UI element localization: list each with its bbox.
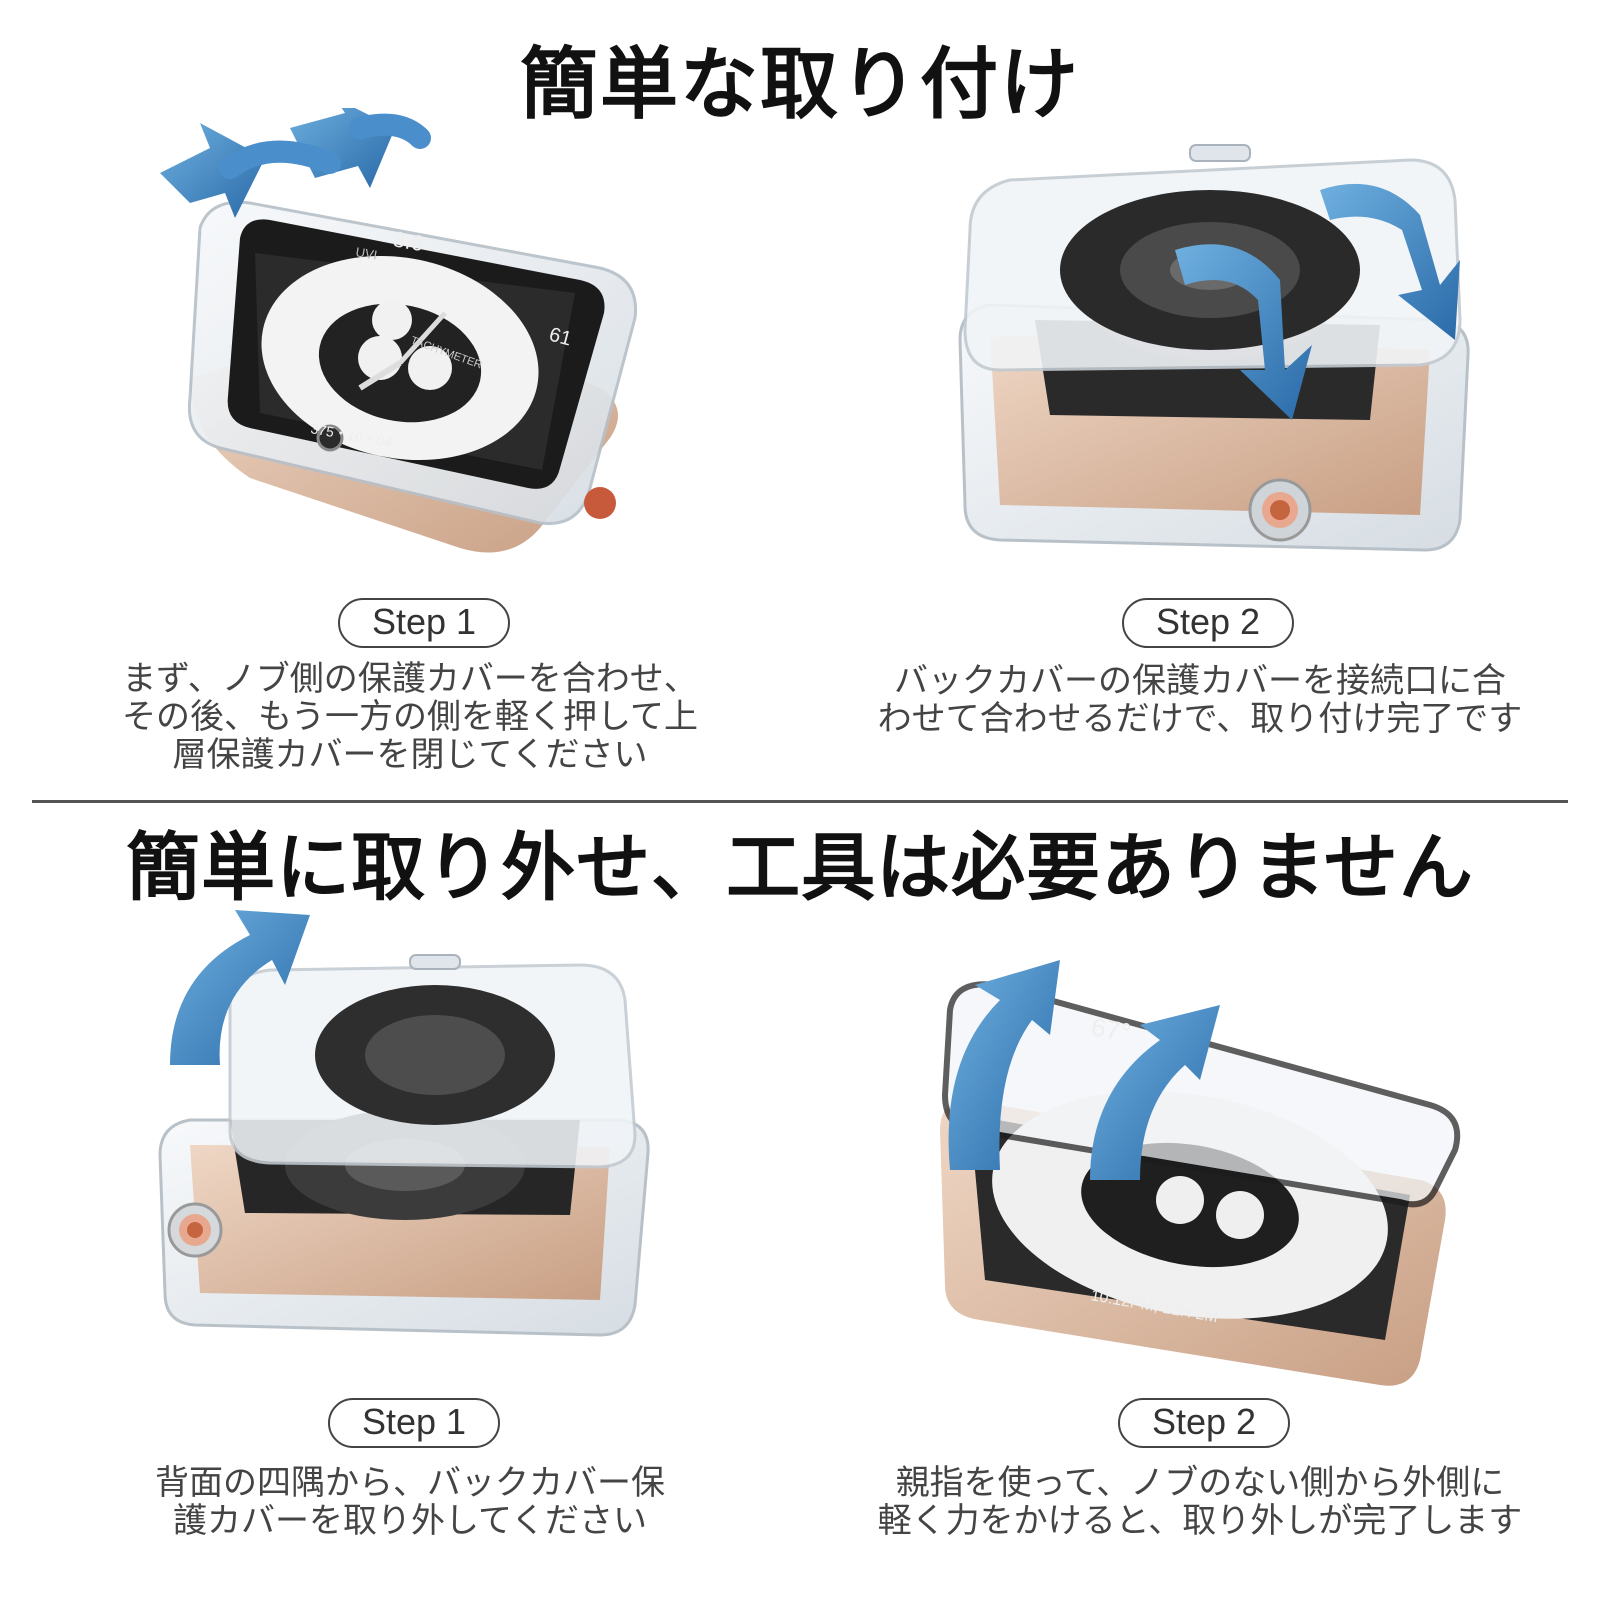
install-step-2-panel: Step 2 バックカバーの保護カバーを接続口に合 わせて合わせるだけで、取り付… [800,0,1600,800]
desc-line: 層保護カバーを閉じてください [172,735,648,775]
desc-line: バックカバーの保護カバーを接続口に合 [894,661,1506,701]
remove-step-1-label: Step 1 [328,1398,500,1448]
desc-line: 親指を使って、ノブのない側から外側に [895,1463,1505,1503]
remove-step-1-illustration [130,895,670,1365]
desc-line: 背面の四隅から、バックカバー保 [155,1463,665,1503]
install-step-2-label: Step 2 [1122,598,1294,648]
remove-title: 簡単に取り外せ、工具は必要ありません [126,825,1474,911]
desc-line: 護カバーを取り外してください [173,1501,647,1541]
install-step-1-description: まず、ノブ側の保護カバーを合わせ、 その後、もう一方の側を軽く押して上 層保護カ… [30,660,790,774]
blue-arrow-up-left [948,960,1060,1170]
watch-uvi: UVI [354,244,378,263]
blue-arrow-down-left [1175,244,1312,420]
desc-line: その後、もう一方の側を軽く押して上 [122,697,698,737]
desc-line: まず、ノブ側の保護カバーを合わせ、 [122,659,698,699]
desc-line: 軽く力をかけると、取り外しが完了します [877,1501,1523,1541]
remove-step-2-panel: 67° 10:12PM, 12H 2M Step 2 親指を使って、ノブのない側… [800,800,1600,1600]
install-step-2-illustration [940,120,1480,590]
install-step-1-label: Step 1 [338,598,510,648]
remove-step-2-description: 親指を使って、ノブのない側から外側に 軽く力をかけると、取り外しが完了します [810,1464,1590,1540]
remove-step-2-label: Step 2 [1118,1398,1290,1448]
blue-arrow-down-right [1320,183,1460,340]
watch-front-cover-illustration: 3.6 UVI TACHYMETER 61 375・10・04 [160,98,638,553]
install-step-1-illustration: 3.6 UVI TACHYMETER 61 375・10・04 [130,98,670,578]
remove-step-1-description: 背面の四隅から、バックカバー保 護カバーを取り外してください [20,1464,800,1540]
watch-back-removal-illustration [158,910,650,1337]
install-title: 簡単な取り付け [519,40,1080,130]
install-step-2-description: バックカバーの保護カバーを接続口に合 わせて合わせるだけで、取り付け完了です [810,662,1590,738]
watch-front-removal-illustration: 67° 10:12PM, 12H 2M [940,960,1461,1386]
blue-arrow-up [170,910,310,1065]
watch-top-number: 3.6 [391,226,425,256]
watch-back-cover-illustration [958,144,1470,552]
watch-temp: 67° [1089,1011,1133,1047]
crown [584,487,616,519]
remove-step-2-illustration: 67° 10:12PM, 12H 2M [940,940,1480,1410]
section-divider [32,800,1568,803]
desc-line: わせて合わせるだけで、取り付け完了です [877,699,1523,739]
install-step-1-panel: 3.6 UVI TACHYMETER 61 375・10・04 Step 1 ま… [0,0,800,800]
blue-arrow-up-center [1090,1005,1220,1180]
remove-step-1-panel: Step 1 背面の四隅から、バックカバー保 護カバーを取り外してください [0,800,800,1600]
blue-arrow-left [160,123,265,218]
